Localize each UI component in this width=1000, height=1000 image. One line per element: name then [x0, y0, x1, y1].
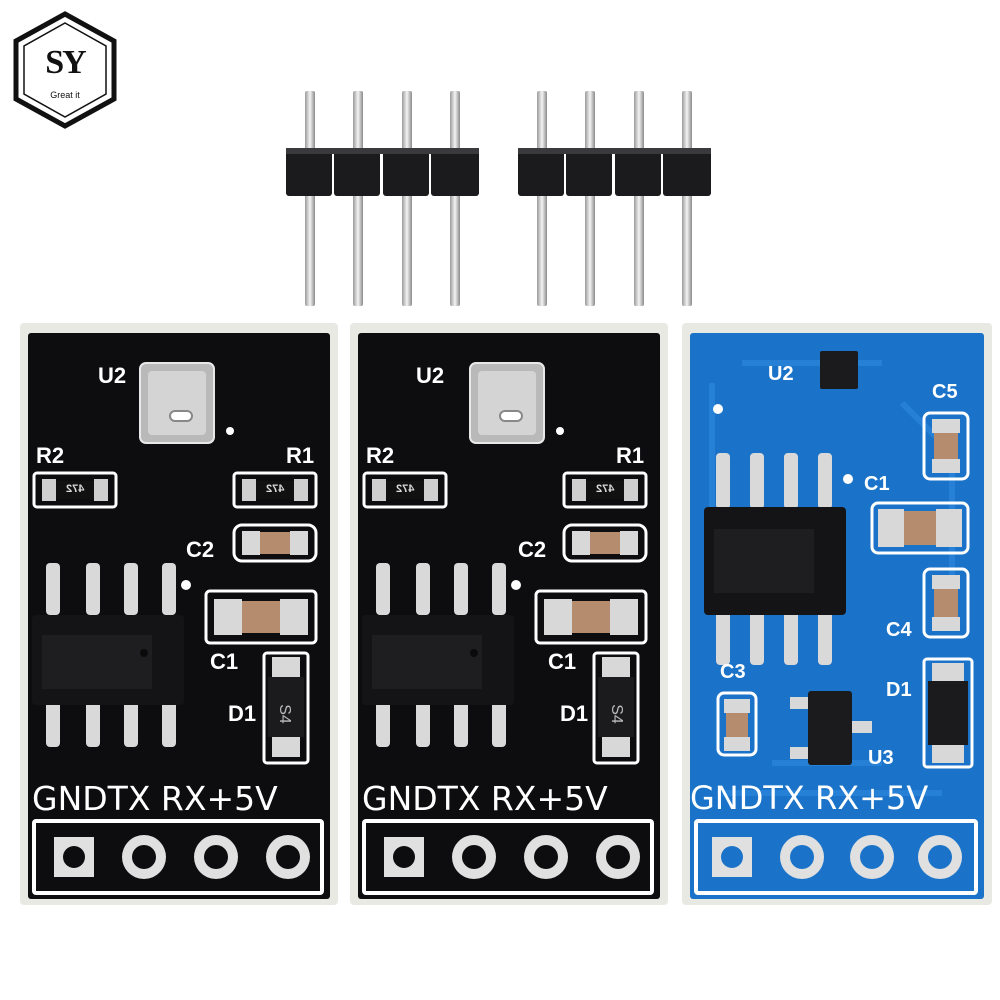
label-r2: R2	[36, 443, 65, 468]
label-r1: R1	[286, 443, 315, 468]
logo-tagline: Great it	[50, 90, 80, 100]
label-d1: D1	[228, 701, 257, 726]
label-c3: C3	[720, 661, 746, 683]
label-d1: D1	[560, 701, 589, 726]
label-r2-value: 472	[66, 483, 85, 495]
pin-header-left	[280, 88, 485, 313]
pin-header-right	[512, 88, 717, 313]
label-r1-value: 472	[266, 483, 285, 495]
pin-labels: GNDTX RX+5V	[690, 779, 929, 817]
label-u3: U3	[868, 747, 894, 769]
pin-labels: GNDTX RX+5V	[32, 779, 278, 818]
label-r2: R2	[366, 443, 395, 468]
label-c1: C1	[864, 473, 890, 495]
label-d1: D1	[886, 679, 912, 701]
label-c2: C2	[518, 537, 547, 562]
logo-hexagon-icon	[13, 11, 117, 129]
label-u2: U2	[768, 363, 794, 385]
label-u2: U2	[416, 363, 445, 388]
label-c1: C1	[210, 649, 239, 674]
label-c2: C2	[186, 537, 215, 562]
logo-mark: SY	[45, 44, 86, 81]
pcb-board-black-1: U2 R2 R1 472 472 C2 C1 D1 S4 GNDTX RX+5V	[20, 323, 338, 905]
label-diode-mark: S4	[607, 704, 625, 724]
label-c4: C4	[886, 619, 912, 641]
label-u2: U2	[98, 363, 127, 388]
label-c1: C1	[548, 649, 577, 674]
label-diode-mark: S4	[275, 704, 293, 724]
label-c5: C5	[932, 381, 958, 403]
label-r2-value: 472	[396, 483, 415, 495]
label-r1: R1	[616, 443, 645, 468]
brand-logo: SY Great it	[10, 10, 120, 130]
pcb-board-blue: U2 C5 C1 C4 C3 D1 U3 GNDTX RX+5V	[682, 323, 992, 905]
label-r1-value: 472	[596, 483, 615, 495]
pin-labels: GNDTX RX+5V	[362, 779, 608, 818]
pcb-board-black-2: U2 R2 R1 472 472 C2 C1 D1 S4 GNDTX RX+5V	[350, 323, 668, 905]
